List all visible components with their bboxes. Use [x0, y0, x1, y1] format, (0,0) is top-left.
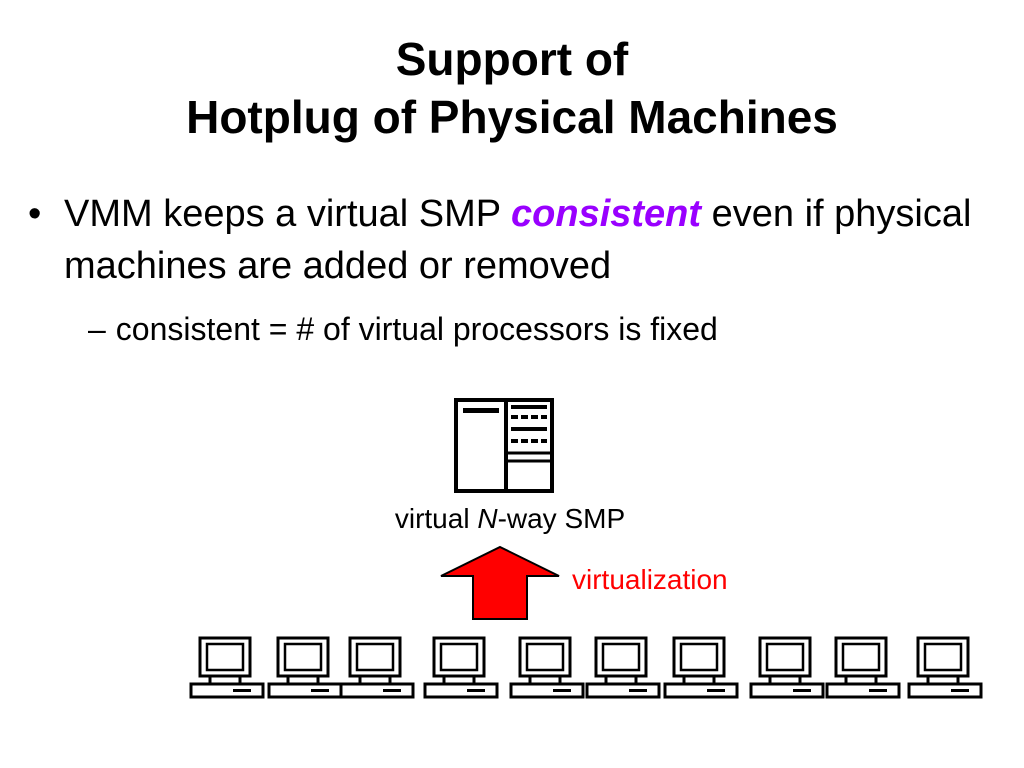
- desktop-computer-icon: [824, 634, 904, 700]
- title-line-2: Hotplug of Physical Machines: [186, 91, 838, 143]
- smp-label-post: -way SMP: [497, 503, 626, 534]
- sub-bullet-text: consistent = # of virtual processors is …: [115, 311, 718, 347]
- sub-bullet: –consistent = # of virtual processors is…: [88, 307, 718, 351]
- bullet-text: VMM keeps a virtual SMP consistent even …: [64, 188, 998, 292]
- up-arrow-icon: [440, 545, 560, 620]
- bullet-marker: •: [28, 193, 42, 235]
- desktop-computer-icon: [188, 634, 268, 700]
- desktop-computer-icon: [906, 634, 986, 700]
- slide-title: Support of Hotplug of Physical Machines: [0, 30, 1024, 146]
- smp-label-pre: virtual: [394, 503, 478, 534]
- desktop-computer-icon: [266, 634, 346, 700]
- title-line-1: Support of: [395, 33, 629, 85]
- desktop-computer-icon: [748, 634, 828, 700]
- virtual-smp-label: virtual N-way SMP: [0, 501, 1020, 537]
- bullet-text-post: even if physical machines are added or r…: [64, 193, 972, 287]
- desktop-computer-icon: [508, 634, 588, 700]
- desktop-computer-icon: [422, 634, 502, 700]
- bullet-emphasis: consistent: [511, 193, 702, 235]
- smp-label-n: N: [477, 503, 498, 534]
- sub-bullet-marker: –: [88, 311, 106, 347]
- desktop-computer-icon: [584, 634, 664, 700]
- bullet-text-pre: VMM keeps a virtual SMP: [64, 193, 512, 235]
- desktop-computer-icon: [338, 634, 418, 700]
- server-tower-icon: [454, 398, 554, 493]
- bullet-point: • VMM keeps a virtual SMP consistent eve…: [28, 188, 998, 292]
- desktop-computer-icon: [662, 634, 742, 700]
- virtualization-label: virtualization: [572, 564, 728, 595]
